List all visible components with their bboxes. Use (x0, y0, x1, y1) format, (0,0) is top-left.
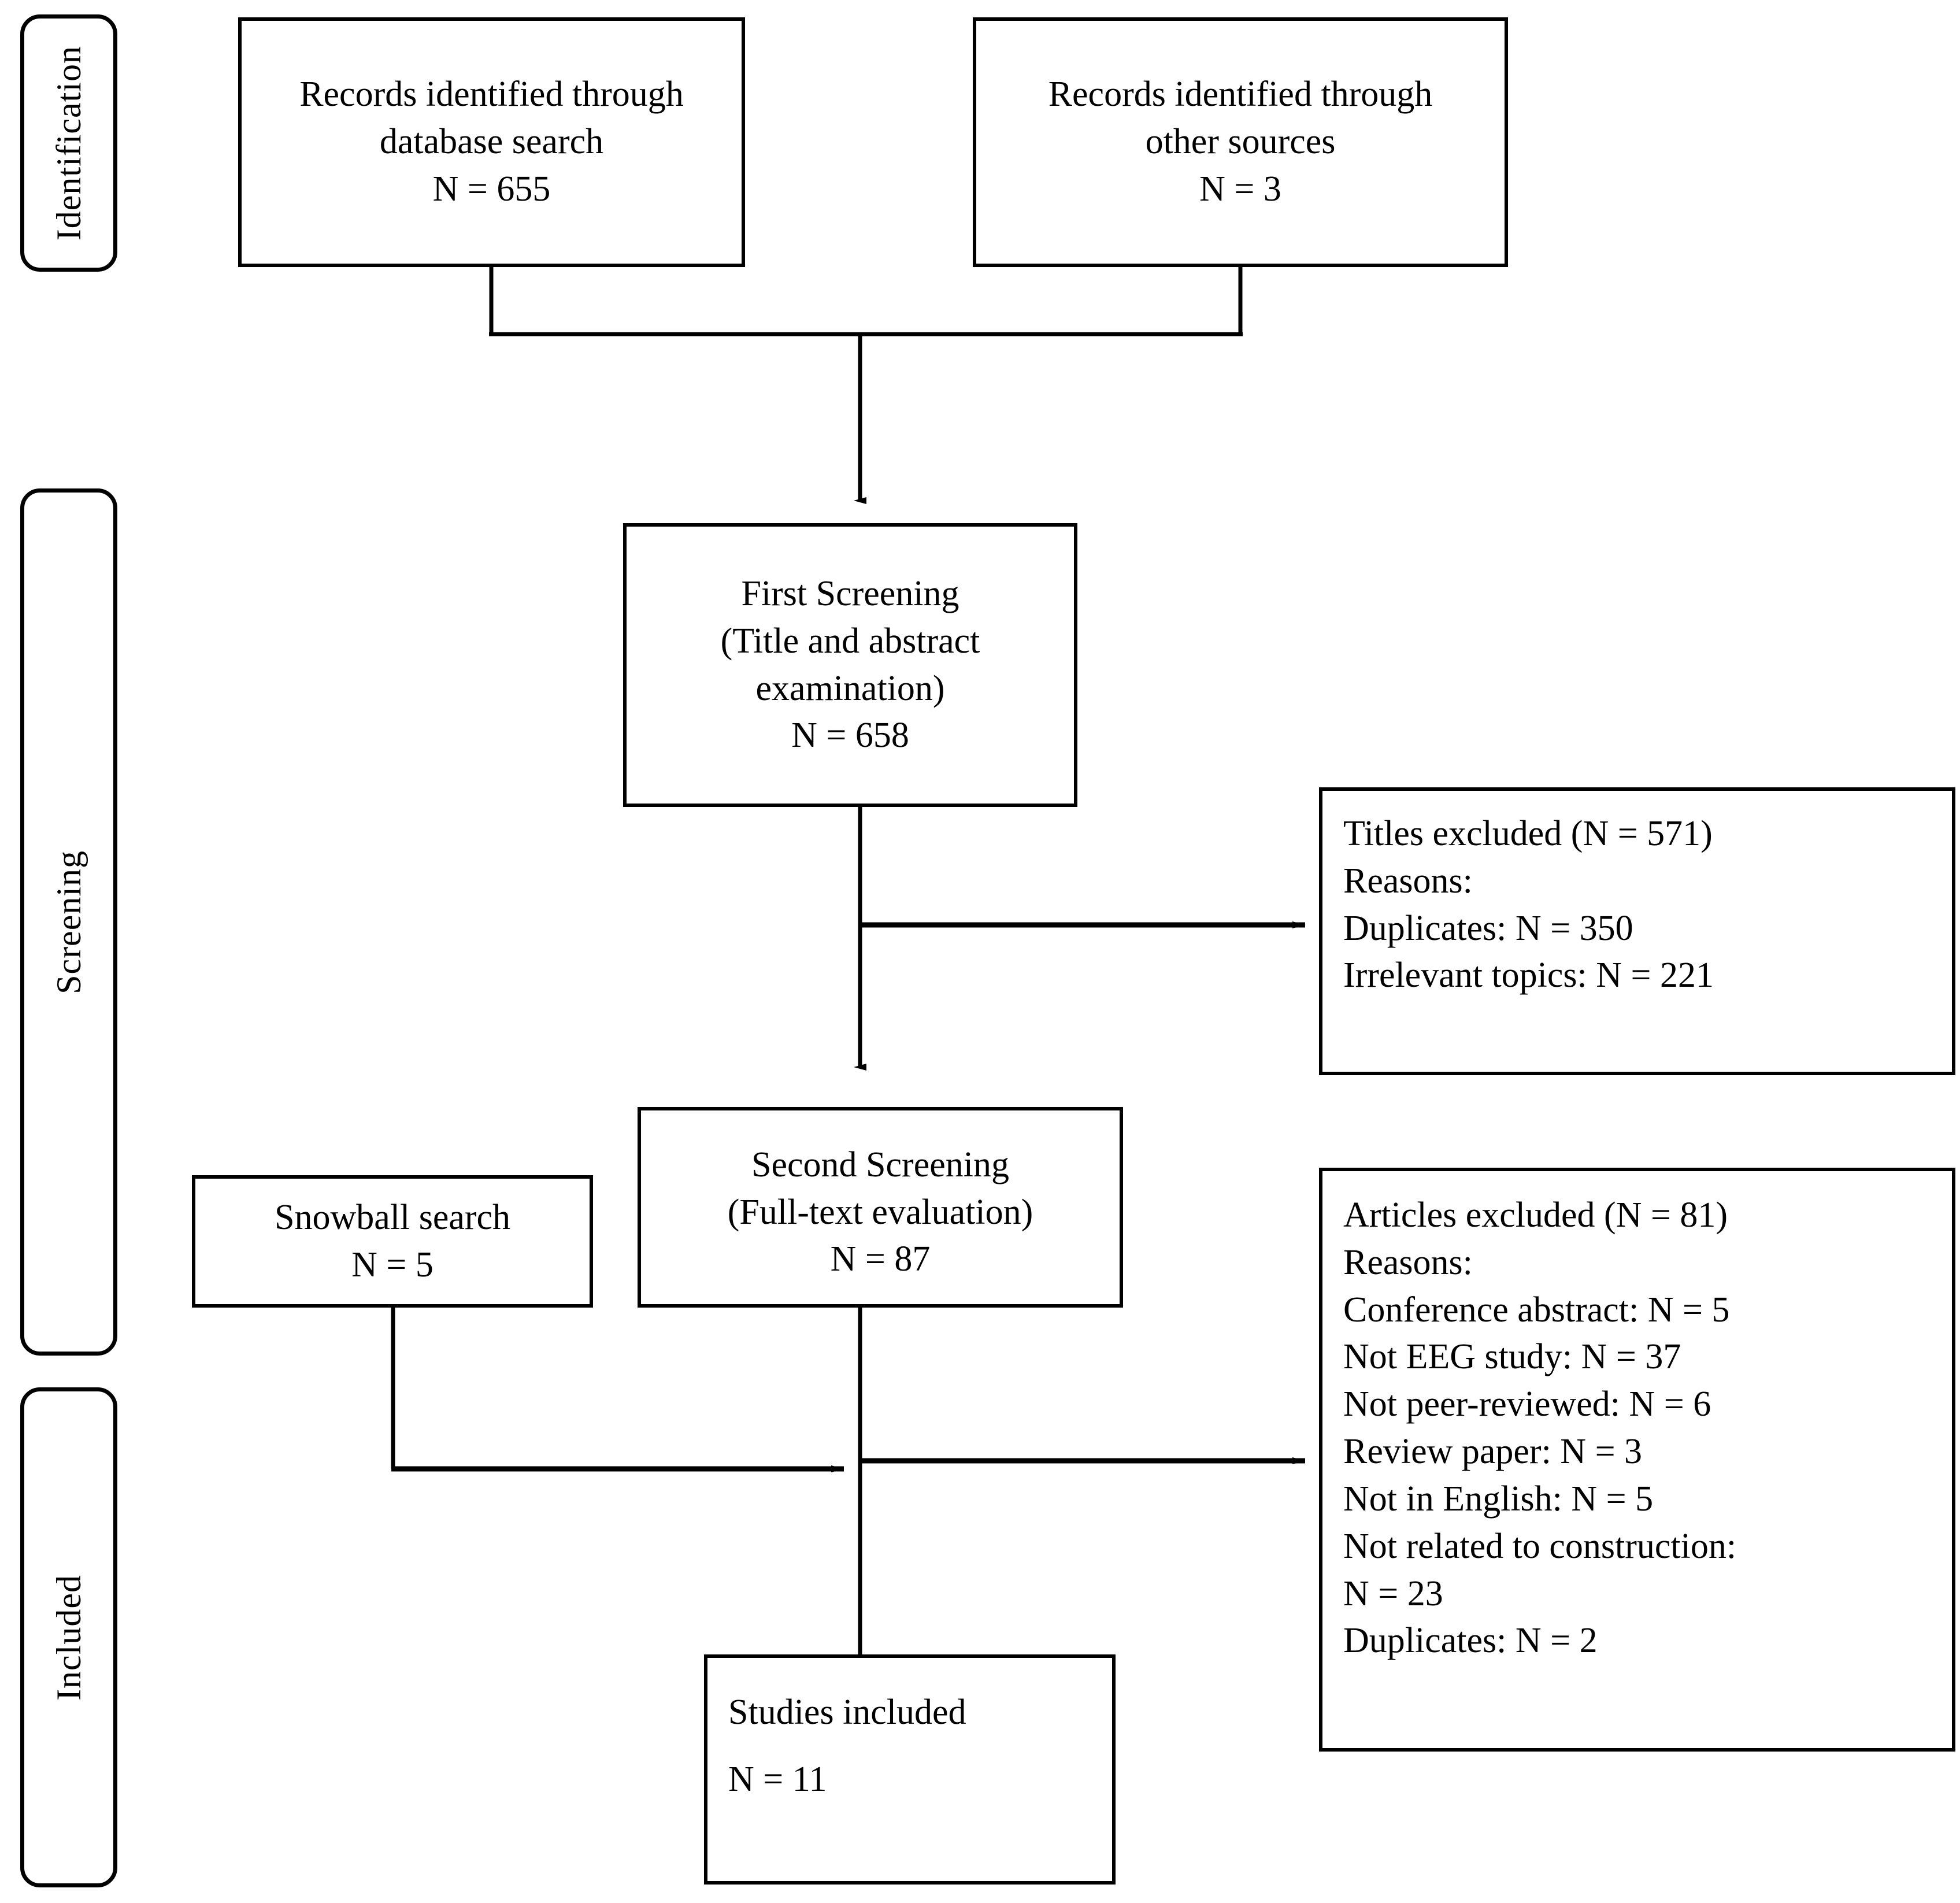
stage-bar-included: Included (20, 1387, 117, 1887)
first-screening-line-2: (Title and abstract (720, 621, 980, 661)
titles-excluded-heading: Titles excluded (N = 571) (1343, 814, 1713, 853)
articles-excluded-not-eeg: Not EEG study: N = 37 (1343, 1337, 1681, 1377)
connector-snowball-to-trunk (391, 1308, 844, 1472)
stage-bar-screening: Screening (20, 488, 117, 1356)
other-sources-count: N = 3 (1199, 169, 1281, 209)
titles-excluded-reasons-label: Reasons: (1343, 861, 1473, 901)
db-search-count: N = 655 (432, 169, 551, 209)
snowball-search-label: Snowball search (274, 1197, 511, 1237)
box-titles-excluded: Titles excluded (N = 571) Reasons: Dupli… (1319, 787, 1955, 1075)
articles-excluded-not-construction-count: N = 23 (1343, 1574, 1443, 1613)
first-screening-line-3: examination) (755, 668, 945, 708)
titles-excluded-irrelevant: Irrelevant topics: N = 221 (1343, 956, 1714, 995)
stage-label-identification: Identification (50, 45, 88, 241)
box-snowball-search: Snowball search N = 5 (192, 1175, 593, 1308)
articles-excluded-review-paper: Review paper: N = 3 (1343, 1432, 1643, 1472)
first-screening-count: N = 658 (791, 716, 909, 756)
snowball-search-count: N = 5 (351, 1245, 434, 1284)
db-search-line-2: database search (379, 122, 604, 162)
other-sources-line-2: other sources (1145, 122, 1336, 162)
other-sources-line-1: Records identified through (1048, 75, 1433, 114)
box-records-other-sources: Records identified through other sources… (973, 17, 1508, 267)
box-studies-included: Studies included N = 11 (704, 1654, 1116, 1885)
titles-excluded-duplicates: Duplicates: N = 350 (1343, 908, 1633, 948)
db-search-line-1: Records identified through (299, 75, 684, 114)
stage-label-included: Included (50, 1574, 88, 1701)
articles-excluded-heading: Articles excluded (N = 81) (1343, 1195, 1728, 1235)
first-screening-title: First Screening (741, 573, 959, 613)
second-screening-title: Second Screening (751, 1145, 1009, 1184)
box-second-screening: Second Screening (Full-text evaluation) … (638, 1107, 1123, 1308)
stage-bar-identification: Identification (20, 14, 117, 272)
box-articles-excluded: Articles excluded (N = 81) Reasons: Conf… (1319, 1168, 1955, 1752)
second-screening-line-2: (Full-text evaluation) (727, 1192, 1033, 1232)
second-screening-count: N = 87 (830, 1239, 931, 1279)
articles-excluded-not-english: Not in English: N = 5 (1343, 1479, 1654, 1519)
articles-excluded-duplicates: Duplicates: N = 2 (1343, 1621, 1598, 1661)
stage-label-screening: Screening (50, 850, 88, 994)
box-first-screening: First Screening (Title and abstract exam… (623, 523, 1077, 807)
articles-excluded-reasons-label: Reasons: (1343, 1242, 1473, 1282)
studies-included-label: Studies included (728, 1693, 966, 1732)
articles-excluded-conference-abstract: Conference abstract: N = 5 (1343, 1290, 1730, 1330)
box-records-database-search: Records identified through database sear… (238, 17, 745, 267)
connector-identification-merge (489, 267, 1243, 336)
articles-excluded-not-peer-reviewed: Not peer-reviewed: N = 6 (1343, 1384, 1711, 1424)
articles-excluded-not-construction: Not related to construction: (1343, 1526, 1737, 1566)
studies-included-count: N = 11 (728, 1759, 827, 1799)
